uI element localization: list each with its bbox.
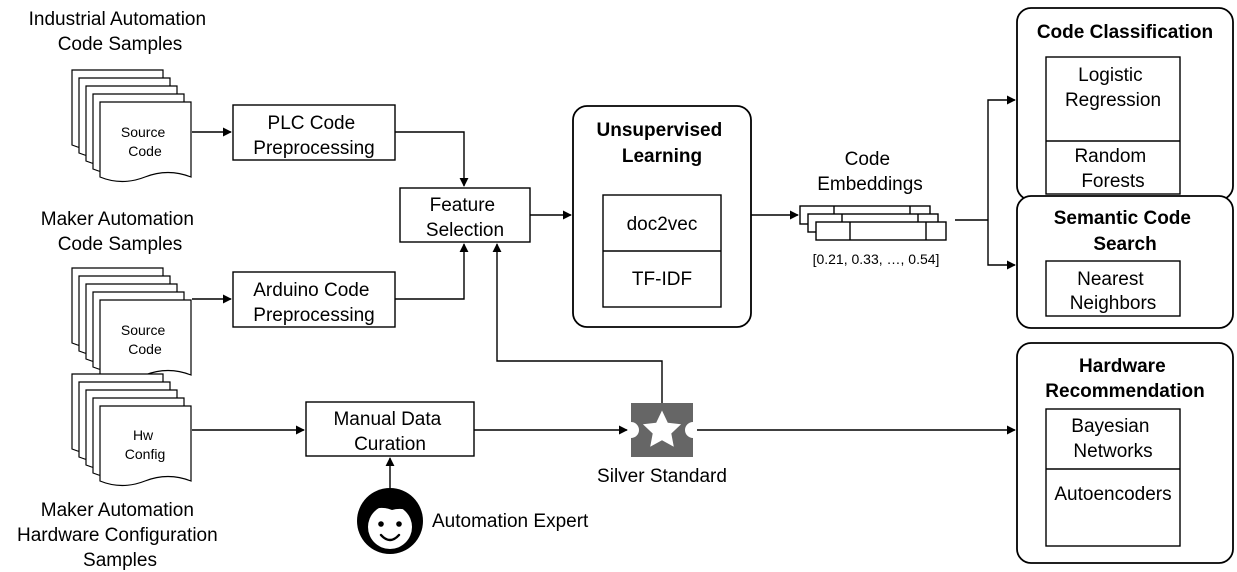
- unsupervised-learning-box: Unsupervised Learning doc2vec TF-IDF: [572, 105, 752, 328]
- automation-expert-face-icon: [357, 488, 423, 554]
- svg-text:Manual Data Curation: Manual Data Curation: [333, 409, 446, 455]
- bayesian-networks-method: Bayesian Networks: [1071, 416, 1154, 462]
- industrial-samples-label: Industrial Automation Code Samples: [29, 9, 212, 55]
- embedding-vectors-icon: [799, 205, 947, 241]
- nearest-neighbors-method: Nearest Neighbors: [1070, 269, 1157, 314]
- doc2vec-method: doc2vec: [627, 214, 698, 235]
- hardware-recommendation-box: Hardware Recommendation Bayesian Network…: [1016, 342, 1234, 564]
- arduino-preprocessing-box: Arduino Code Preprocessing: [232, 271, 396, 328]
- hw-config-document-stack: Hw Config: [71, 373, 192, 487]
- silver-standard-label: Silver Standard: [597, 466, 727, 487]
- arrow-plc-to-feature: [395, 131, 469, 187]
- arrow-to-classification: [987, 95, 1016, 220]
- maker-code-samples-label: Maker Automation Code Samples: [41, 209, 199, 255]
- hardware-recommendation-title: Hardware Recommendation: [1045, 356, 1204, 402]
- source-code-document-stack-2: Source Code: [71, 267, 192, 381]
- svg-text:Feature Selection: Feature Selection: [426, 195, 504, 241]
- source-code-doc-label-1: Source Code: [121, 124, 169, 159]
- code-classification-title: Code Classification: [1037, 22, 1213, 43]
- arrow-silver-to-feature: [492, 243, 663, 403]
- svg-text:PLC Code Preprocessing: PLC Code Preprocessing: [253, 113, 374, 159]
- svg-text:Arduino Code Preprocessi: Arduino Code Preprocessing: [253, 280, 374, 326]
- automation-expert-label: Automation Expert: [432, 511, 589, 532]
- maker-hw-samples-label: Maker Automation Hardware Configuration …: [17, 500, 223, 571]
- code-embeddings-label: Code Embeddings: [817, 149, 923, 195]
- arrow-arduino-to-feature: [395, 243, 469, 300]
- plc-preprocessing-box: PLC Code Preprocessing: [232, 104, 396, 161]
- semantic-code-search-title: Semantic Code Search: [1054, 208, 1197, 255]
- arrow-to-search: [987, 220, 1016, 270]
- random-forests-method: Random Forests: [1074, 146, 1151, 192]
- feature-selection-box: Feature Selection: [399, 187, 531, 243]
- logistic-regression-method: Logistic Regression: [1065, 65, 1161, 111]
- embedding-vector-example: [0.21, 0.33, …, 0.54]: [813, 251, 940, 267]
- code-classification-box: Code Classification Logistic Regression …: [1016, 7, 1234, 201]
- semantic-code-search-box: Semantic Code Search Nearest Neighbors: [1016, 195, 1234, 329]
- source-code-doc-label-2: Source Code: [121, 322, 169, 357]
- autoencoders-method: Autoencoders: [1054, 484, 1171, 505]
- source-code-document-stack-1: Source Code: [71, 69, 192, 183]
- manual-curation-box: Manual Data Curation: [305, 401, 475, 457]
- hw-config-doc-label: Hw Config: [125, 427, 165, 462]
- silver-standard-badge-icon: [631, 403, 693, 457]
- connectors: [192, 95, 1016, 488]
- tfidf-method: TF-IDF: [632, 269, 692, 290]
- unsupervised-learning-title: Unsupervised Learning: [597, 120, 728, 167]
